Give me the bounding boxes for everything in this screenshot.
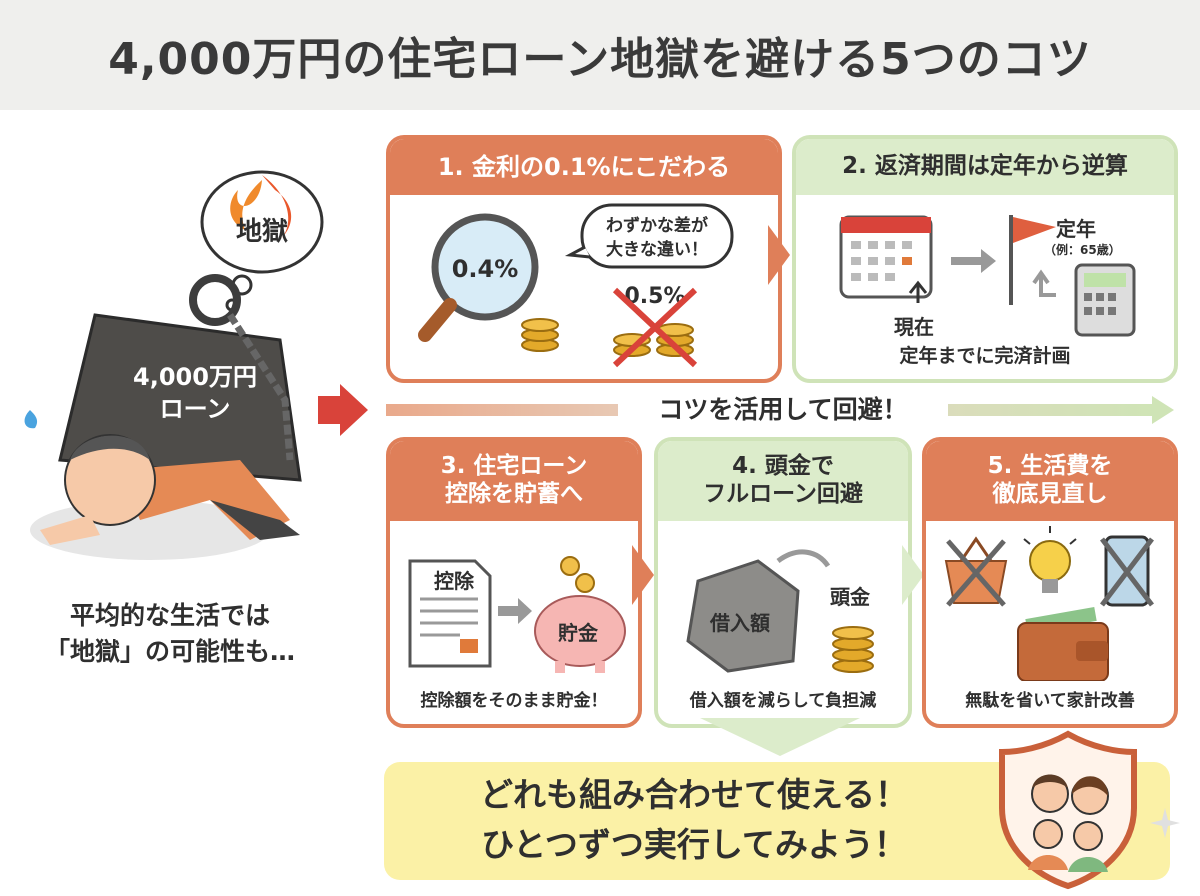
magnifier-icon bbox=[418, 213, 539, 342]
sweat-icon bbox=[24, 410, 38, 429]
left-caption: 平均的な生活では 「地獄」の可能性も… bbox=[20, 598, 320, 671]
lightbulb-icon bbox=[1023, 526, 1077, 593]
cross-icon bbox=[612, 287, 698, 368]
wallet-icon bbox=[1017, 607, 1109, 681]
curved-arrow-icon bbox=[776, 549, 831, 568]
document-icon bbox=[408, 559, 492, 668]
tip-4-caption: 借入額を減らして負担減 bbox=[689, 691, 877, 711]
bubble-text: 地獄 bbox=[236, 217, 288, 247]
person-icon bbox=[24, 410, 300, 560]
smartphone-icon bbox=[1100, 535, 1154, 607]
tip-3-caption: 控除額をそのまま貯金！ bbox=[420, 691, 608, 711]
summary-banner-text: どれも組み合わせて使える！ ひとつずつ実行してみよう！ bbox=[384, 770, 1004, 869]
left-caption-line-2: 「地獄」の可能性も… bbox=[44, 637, 295, 667]
page-title: 4,000万円の住宅ローン地獄を避ける5つのコツ bbox=[108, 34, 1092, 85]
fire-icon bbox=[230, 180, 262, 230]
speech-bubble bbox=[564, 203, 734, 269]
chevron-right-icon bbox=[768, 225, 790, 285]
header-band bbox=[0, 0, 1200, 110]
pig-label: 貯金 bbox=[558, 621, 598, 645]
person-burden-illustration: 4,000万円 ローン 地獄 bbox=[24, 170, 324, 560]
now-label: 現在 bbox=[894, 315, 934, 339]
tip-card-1: 1. 金利の0.1%にこだわる 0.4% わずかな差が 大きな違い！ 0.5% bbox=[386, 135, 782, 383]
flow-arrow-label: コツを活用して回避！ bbox=[658, 395, 908, 424]
tip-card-3: 3. 住宅ローン 控除を貯蓄へ 控除 貯金 控除額をそのまま貯金！ bbox=[386, 437, 642, 728]
weight-label-2: ローン bbox=[160, 395, 231, 423]
piggy-bank-icon bbox=[534, 556, 626, 673]
tip-4-title-line-1: 4. 頭金で bbox=[732, 453, 834, 480]
chain-icon bbox=[227, 313, 294, 461]
doc-label: 控除 bbox=[434, 569, 474, 593]
banner-line-2: ひとつずつ実行してみよう！ bbox=[481, 824, 907, 864]
flag-label: 定年 bbox=[1056, 217, 1096, 241]
chevron-right-icon bbox=[632, 545, 654, 605]
coin-label: 頭金 bbox=[830, 585, 870, 609]
coin-stack-icon bbox=[521, 318, 559, 352]
chevron-right-icon bbox=[902, 545, 924, 605]
tip-4-title-line-2: フルローン回避 bbox=[703, 481, 863, 507]
calculator-icon bbox=[1074, 263, 1136, 337]
arrow-right-icon bbox=[498, 598, 532, 624]
tip-1-title: 1. 金利の0.1%にこだわる bbox=[390, 139, 778, 195]
rate-good: 0.4% bbox=[452, 255, 519, 283]
flow-arrow bbox=[318, 384, 1174, 436]
tip-5-title-line-1: 5. 生活費を bbox=[987, 453, 1113, 480]
weight-label-1: 4,000万円 bbox=[133, 363, 257, 391]
red-arrow-icon bbox=[318, 384, 368, 436]
sparkle-icon bbox=[1150, 808, 1180, 838]
coin-stack-icon bbox=[832, 626, 874, 673]
up-arrow-icon bbox=[908, 280, 928, 303]
tip-card-5: 5. 生活費を 徹底見直し 無駄を省いて家計改善 bbox=[922, 437, 1178, 728]
calendar-icon bbox=[839, 215, 933, 299]
tip-5-title-line-2: 徹底見直し bbox=[992, 481, 1108, 507]
arrow-right-icon bbox=[951, 249, 996, 273]
chevron-down-icon bbox=[700, 718, 860, 756]
basket-icon bbox=[944, 536, 1008, 607]
tip-2-caption: 定年までに完済計画 bbox=[899, 345, 1071, 367]
tip-card-4: 4. 頭金で フルローン回避 借入額 頭金 借入額を減らして負担減 bbox=[654, 437, 912, 728]
tip-card-2: 2. 返済期間は定年から逆算 定年 （例：65歳） 現在 定年までに完済計画 bbox=[792, 135, 1178, 383]
tip-5-caption: 無駄を省いて家計改善 bbox=[965, 691, 1135, 711]
left-caption-line-1: 平均的な生活では bbox=[69, 601, 270, 630]
rock-icon bbox=[686, 559, 800, 673]
tip-2-title: 2. 返済期間は定年から逆算 bbox=[796, 139, 1174, 195]
rock-label: 借入額 bbox=[710, 611, 770, 635]
flag-icon bbox=[1009, 215, 1056, 305]
banner-line-1: どれも組み合わせて使える！ bbox=[479, 775, 908, 814]
tip-3-title-line-1: 3. 住宅ローン bbox=[440, 453, 588, 480]
family-shield-icon bbox=[999, 730, 1137, 890]
speech-line-2: 大きな違い！ bbox=[606, 239, 708, 260]
tip-3-title-line-2: 控除を貯蓄へ bbox=[445, 481, 583, 507]
speech-line-1: わずかな差が bbox=[606, 215, 708, 236]
flag-sub: （例：65歳） bbox=[1044, 243, 1121, 257]
